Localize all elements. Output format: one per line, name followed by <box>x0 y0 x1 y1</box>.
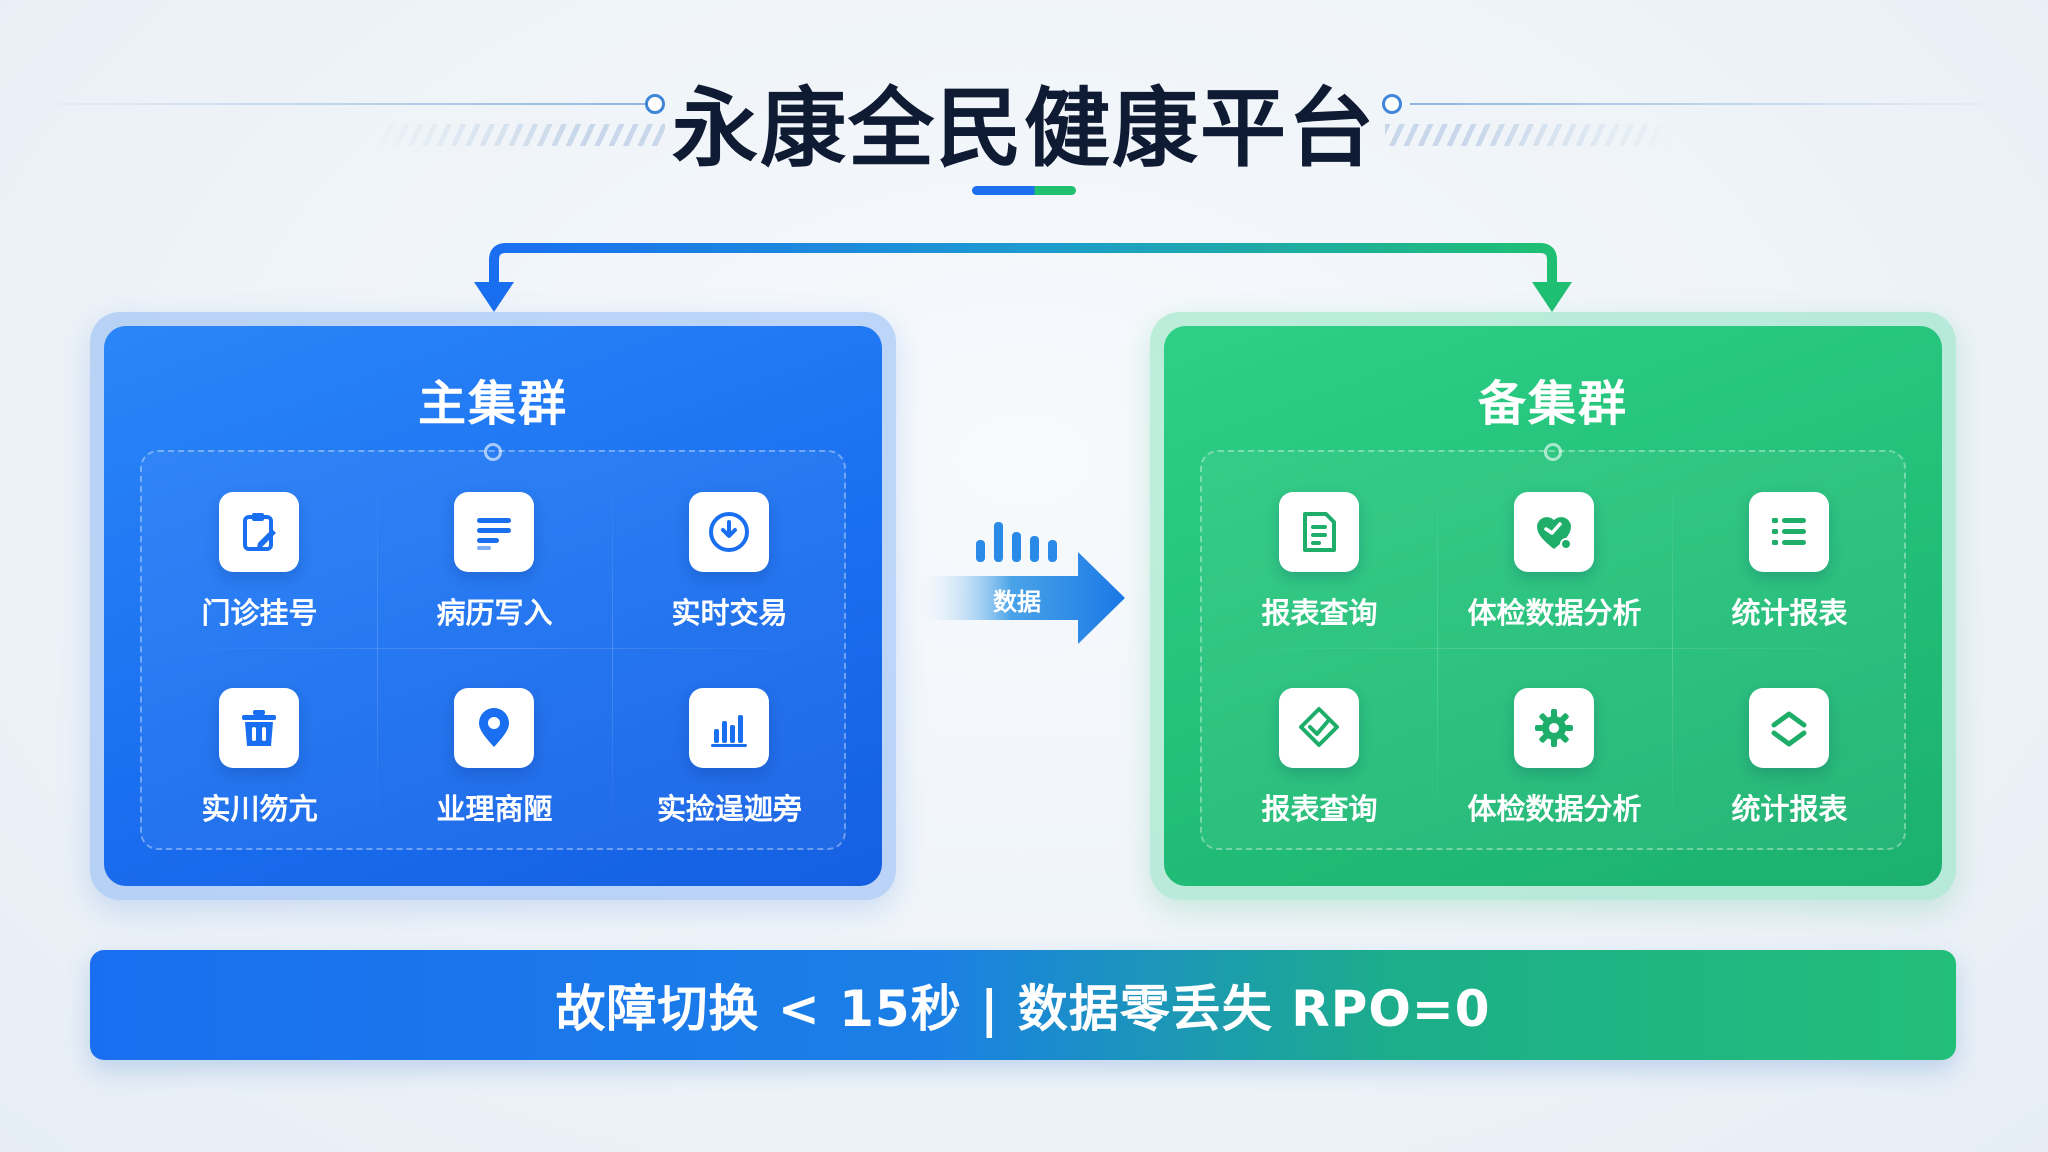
data-transfer-arrow <box>918 552 1125 644</box>
backup-cluster-title: 备集群 <box>1477 376 1628 432</box>
service-report-query-2[interactable]: 报表查询 <box>1202 648 1437 838</box>
trash-bin-icon <box>242 710 276 746</box>
title-dot-left <box>645 94 665 114</box>
sync-arrowhead-right <box>1532 282 1572 312</box>
location-pin-icon <box>479 708 509 747</box>
title-dot-right <box>1382 94 1402 114</box>
title-hatch-left <box>375 124 665 146</box>
sync-arrowhead-left <box>474 282 514 312</box>
service-checkup-data-analysis-2[interactable]: 体检数据分析 <box>1437 648 1672 838</box>
service-realtime-transaction[interactable]: 实时交易 <box>612 452 847 642</box>
health-check-icon <box>1537 517 1572 550</box>
service-primary-6[interactable]: 实捡逞迦旁 <box>612 648 847 838</box>
service-checkup-data-analysis[interactable]: 体检数据分析 <box>1437 452 1672 642</box>
title-hatch-right <box>1385 124 1675 146</box>
backup-cluster: 备集群 报表查询 <box>1150 312 1956 900</box>
data-transfer-label: 数据 <box>993 588 1041 616</box>
bar-chart-icon <box>711 715 747 747</box>
gear-icon <box>1535 709 1573 747</box>
backup-service-grid: 报表查询 体检数据分析 <box>1200 450 1906 850</box>
signal-bars-icon <box>976 522 1057 562</box>
failover-banner: 故障切换 < 15秒 | 数据零丢失 RPO=0 <box>90 950 1956 1060</box>
clipboard-edit-icon <box>243 513 276 551</box>
service-primary-4[interactable]: 实川笏亢 <box>142 648 377 838</box>
document-lines-icon <box>477 518 511 550</box>
primary-cluster: 主集群 门诊挂号 <box>90 312 896 900</box>
layers-chevron-icon <box>1771 711 1807 747</box>
title-line-left <box>20 103 645 105</box>
diamond-tag-icon <box>1299 707 1339 747</box>
report-document-icon <box>1303 512 1336 552</box>
title-line-right <box>1410 103 2020 105</box>
title-underline <box>972 186 1076 195</box>
service-outpatient-registration[interactable]: 门诊挂号 <box>142 452 377 642</box>
service-medical-record-write[interactable]: 病历写入 <box>377 452 612 642</box>
failover-banner-text: 故障切换 < 15秒 | 数据零丢失 RPO=0 <box>555 980 1491 1038</box>
primary-service-grid: 门诊挂号 病历写入 <box>140 450 846 850</box>
service-statistical-report-2[interactable]: 统计报表 <box>1672 648 1907 838</box>
clock-arrow-icon <box>709 512 749 552</box>
service-statistical-report[interactable]: 统计报表 <box>1672 452 1907 642</box>
service-report-query[interactable]: 报表查询 <box>1202 452 1437 642</box>
page-title: 永康全民健康平台 <box>672 79 1376 179</box>
primary-cluster-title: 主集群 <box>417 376 568 432</box>
list-icon <box>1772 518 1806 545</box>
backup-grid-dot <box>1544 443 1562 461</box>
service-primary-5[interactable]: 业理商陋 <box>377 648 612 838</box>
primary-grid-dot <box>484 443 502 461</box>
